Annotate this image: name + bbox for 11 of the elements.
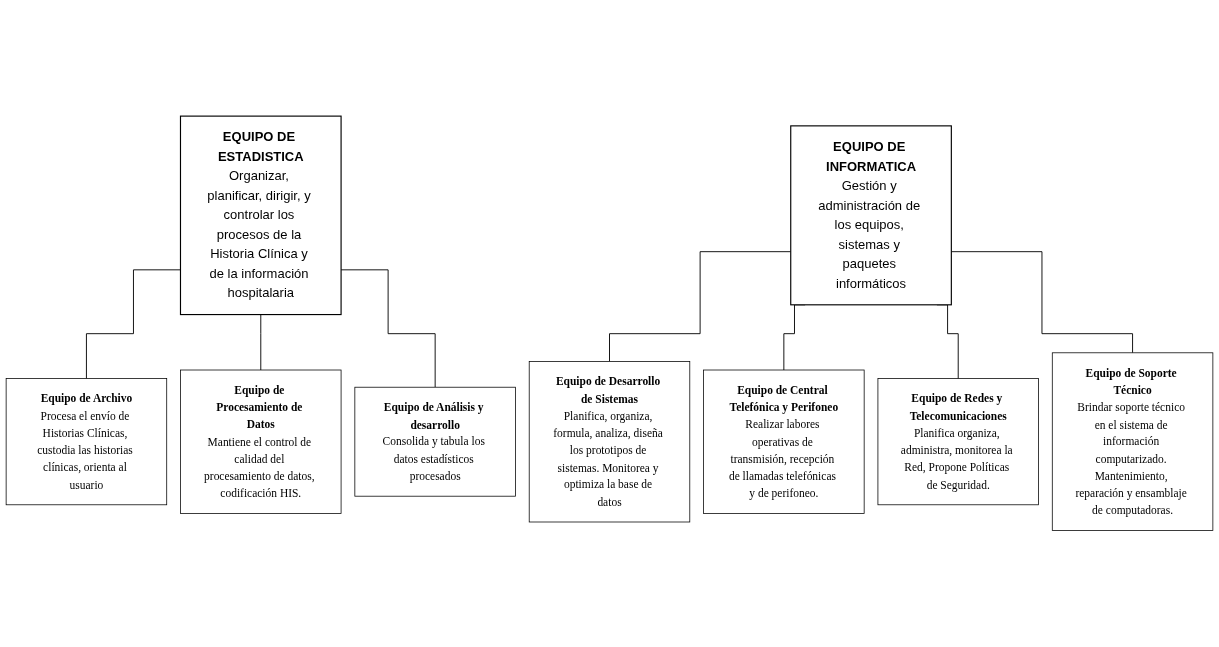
node-box: Equipo de Soporte Técnico Brindar soporte técnico en el sistema de información computarizado. Mantenimiento, reparación y ensamblaje de computadoras. (1051, 352, 1214, 532)
node-box: Equipo de Desarrollo de Sistemas Planifica, organiza, formula, analiza, diseña los prototipos de sistemas. Monitorea y optimiza la base de datos (528, 361, 691, 523)
node-box: Equipo de Análisis y desarrollo Consolida y tabula los datos estadísticos procesados (354, 386, 516, 497)
node-box: Equipo de Procesamiento de Datos Mantiene el control de calidad del procesamiento de datos, codificación HIS. (180, 369, 342, 514)
node-box: Equipo de Central Telefónica y Perifoneo Realizar labores operativas de transmisión, recepción de llamadas telefónicas y de perifoneo. (703, 369, 865, 514)
node-box: Equipo de Redes y Telecomunicaciones Planifica organiza, administra, monitorea la Red, Propone Políticas de Seguridad. (877, 378, 1039, 506)
node-box: EQUIPO DE INFORMATICA Gestión y administración de los equipos, sistemas y paquetes informáticos (790, 125, 952, 306)
connector (260, 314, 262, 371)
connector (85, 269, 181, 380)
node-box: Equipo de Archivo Procesa el envío de Historias Clínicas, custodia las historias clínicas, orienta al usuario (5, 378, 168, 506)
node-box: EQUIPO DE ESTADISTICA Organizar, planificar, dirigir, y controlar los procesos de la Historia Clínica y de la información hospitalaria (179, 115, 342, 316)
